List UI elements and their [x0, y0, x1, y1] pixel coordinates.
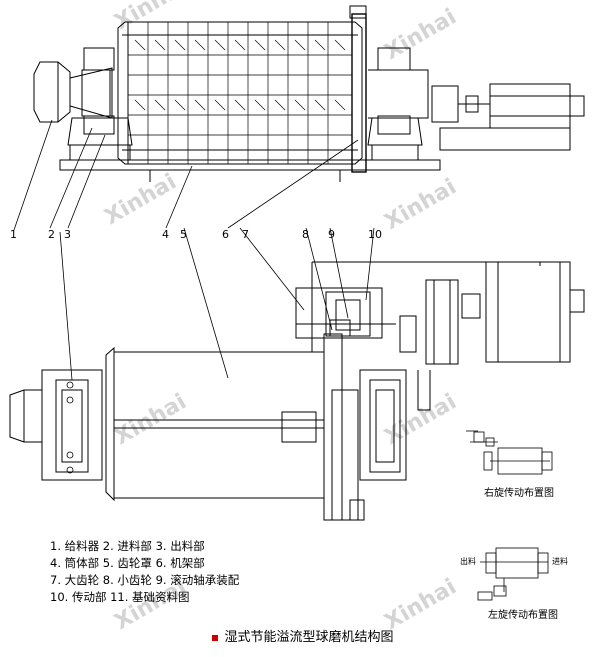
- caption-bullet: [212, 634, 219, 641]
- plan-reducer: [425, 279, 459, 365]
- callout-1: 1: [10, 228, 17, 241]
- drive-motor: [489, 83, 571, 129]
- legend-line-4: 10. 传动部 11. 基础资料图: [50, 590, 190, 604]
- callout-3: 3: [64, 228, 71, 241]
- watermark-logo: Xinhai: [381, 4, 461, 65]
- callout-8: 8: [302, 228, 309, 241]
- feeder: [33, 61, 71, 123]
- legend-line-2: 4. 筒体部 5. 齿轮罩 6. 机架部: [50, 556, 205, 570]
- figure-caption: 湿式节能溢流型球磨机结构图: [224, 630, 394, 645]
- inset-left-drive: [477, 547, 549, 601]
- girth-gear: [351, 13, 367, 173]
- callout-4: 4: [162, 228, 169, 241]
- watermark-logo: Xinhai: [381, 174, 461, 235]
- plan-feeder: [9, 389, 43, 443]
- callout-7: 7: [242, 228, 249, 241]
- callout-6: 6: [222, 228, 229, 241]
- plan-motor: [485, 261, 571, 363]
- mill-drum: [117, 21, 363, 165]
- inset-left-out-label: 出料: [460, 556, 476, 566]
- callouts: 1 2 3 4 5 6 7 8 9 10: [10, 228, 382, 241]
- legend-line-3: 7. 大齿轮 8. 小齿轮 9. 滚动轴承装配: [50, 573, 240, 587]
- inset-right-title: 右旋传动布置图: [484, 488, 554, 499]
- elevation-view: [33, 5, 585, 182]
- legend-line-1: 1. 给料器 2. 进料部 3. 出料部: [50, 539, 205, 553]
- watermark-logo: Xinhai: [111, 0, 191, 35]
- inset-left-title: 左旋传动布置图: [488, 610, 558, 621]
- foundation-base: [59, 159, 441, 171]
- inset-left-in-label: 进料: [552, 556, 568, 566]
- callout-9: 9: [328, 228, 335, 241]
- inset-right-drive: [466, 430, 553, 475]
- callout-5: 5: [180, 228, 187, 241]
- figure-caption-row: 湿式节能溢流型球磨机结构图: [0, 626, 606, 645]
- plan-view: [9, 261, 585, 521]
- callout-2: 2: [48, 228, 55, 241]
- watermark-logo: Xinhai: [381, 389, 461, 450]
- reducer: [431, 85, 459, 123]
- callout-10: 10: [368, 228, 382, 241]
- leader-lines: [13, 119, 375, 381]
